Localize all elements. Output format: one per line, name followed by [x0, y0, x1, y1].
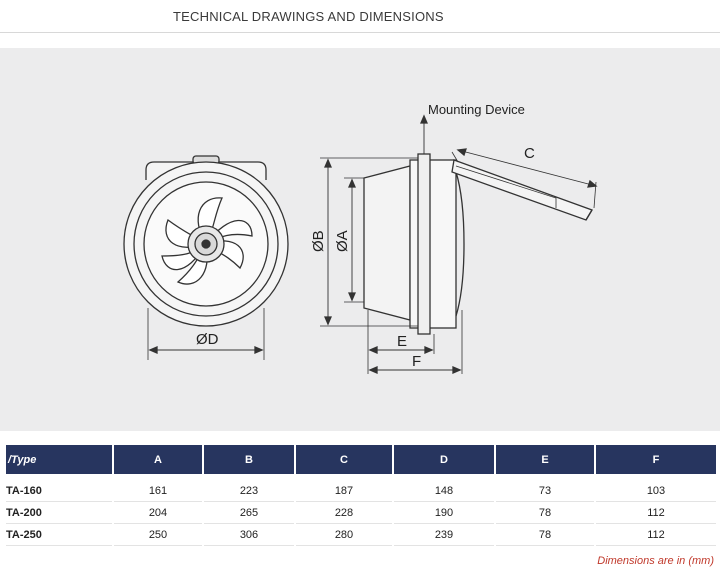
table-row: TA-250 250 306 280 239 78 112 — [6, 524, 716, 546]
side-guard — [455, 171, 465, 317]
cell-f: 112 — [596, 502, 716, 524]
header-e: E — [496, 445, 594, 474]
cell-c: 228 — [296, 502, 392, 524]
cell-b: 223 — [204, 480, 294, 502]
header-f: F — [596, 445, 716, 474]
label-b: ØB — [310, 230, 327, 252]
units-note: Dimensions are in (mm) — [597, 555, 714, 567]
technical-drawing: Mounting Device ØD C ØB ØA E F — [123, 102, 598, 374]
cell-f: 103 — [596, 480, 716, 502]
header-b: B — [204, 445, 294, 474]
cell-type: TA-250 — [6, 524, 112, 546]
title-divider — [0, 32, 720, 33]
header-c: C — [296, 445, 392, 474]
table-header-row: /Type A B C D E F — [6, 445, 716, 474]
page-title: TECHNICAL DRAWINGS AND DIMENSIONS — [173, 9, 444, 24]
label-f: F — [412, 353, 421, 370]
cell-b: 265 — [204, 502, 294, 524]
technical-drawing-panel: Mounting Device ØD C ØB ØA E F — [0, 48, 720, 431]
mounting-device-label: Mounting Device — [428, 102, 525, 117]
cell-a: 204 — [114, 502, 202, 524]
header-a: A — [114, 445, 202, 474]
cell-type: TA-200 — [6, 502, 112, 524]
header-d: D — [394, 445, 494, 474]
side-housing — [409, 159, 457, 329]
table-row: TA-160 161 223 187 148 73 103 — [6, 480, 716, 502]
cell-d: 148 — [394, 480, 494, 502]
label-d: ØD — [196, 331, 219, 348]
label-a: ØA — [334, 230, 351, 252]
front-inner-ring — [133, 171, 279, 317]
side-flange — [417, 153, 431, 335]
cell-c: 187 — [296, 480, 392, 502]
label-c: C — [524, 145, 535, 162]
cell-e: 78 — [496, 524, 594, 546]
fan-hub-center — [201, 239, 211, 249]
header-type: /Type — [6, 445, 112, 474]
label-e: E — [397, 333, 407, 350]
side-motor-body — [363, 165, 411, 321]
cell-d: 190 — [394, 502, 494, 524]
cell-e: 78 — [496, 502, 594, 524]
cell-f: 112 — [596, 524, 716, 546]
table-row: TA-200 204 265 228 190 78 112 — [6, 502, 716, 524]
cell-b: 306 — [204, 524, 294, 546]
cell-type: TA-160 — [6, 480, 112, 502]
dimensions-table: /Type A B C D E F TA-160 161 223 187 148… — [4, 445, 718, 546]
cell-a: 250 — [114, 524, 202, 546]
cell-a: 161 — [114, 480, 202, 502]
cell-c: 280 — [296, 524, 392, 546]
cell-e: 73 — [496, 480, 594, 502]
side-bracket — [451, 159, 593, 221]
cell-d: 239 — [394, 524, 494, 546]
dim-line-c — [457, 149, 597, 187]
